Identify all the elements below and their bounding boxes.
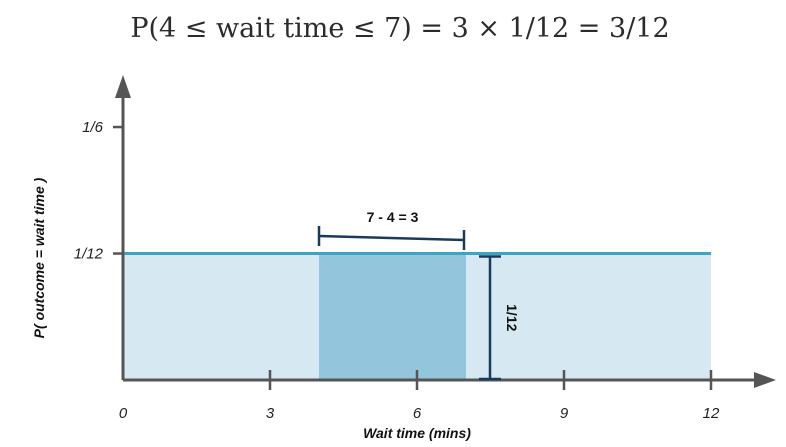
x-tick-label: 0 — [119, 405, 128, 422]
y-ticks: 1/12 1/6 — [74, 119, 123, 263]
y-axis-label: P( outcome = wait time ) — [31, 177, 47, 338]
x-axis-arrowhead — [754, 372, 776, 388]
axes: 0 3 6 9 12 1/12 1/6 — [74, 75, 776, 422]
width-bracket: 7 - 4 = 3 — [317, 209, 466, 250]
y-axis-arrowhead — [115, 75, 131, 98]
height-annotation: 1/12 — [504, 304, 520, 331]
x-tick-label: 3 — [266, 405, 275, 422]
x-ticks: 0 3 6 9 12 — [119, 370, 720, 422]
probability-formula: P(4 ≤ wait time ≤ 7) = 3 × 1/12 = 3/12 — [130, 13, 669, 44]
highlighted-probability-region — [319, 253, 466, 380]
x-tick-label: 6 — [413, 405, 422, 422]
height-bracket: 1/12 — [479, 255, 520, 381]
x-tick-label: 12 — [703, 405, 720, 422]
width-annotation: 7 - 4 = 3 — [367, 209, 419, 225]
plot-area — [123, 252, 711, 380]
x-axis-label: Wait time (mins) — [363, 425, 471, 441]
width-bracket-line — [318, 234, 465, 242]
y-tick-label: 1/6 — [82, 119, 104, 136]
y-tick-label: 1/12 — [74, 246, 104, 263]
x-tick-label: 9 — [560, 405, 569, 422]
